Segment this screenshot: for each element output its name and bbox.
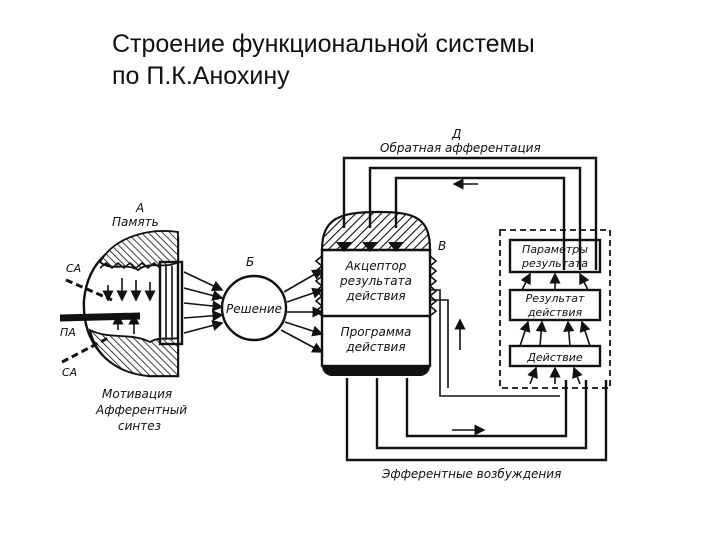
label-afferent-1: Афферентный [95,403,187,417]
internal-arrows [102,278,156,334]
label-b: Б [246,255,254,269]
label-results-1: Результат [526,292,585,305]
motivation-region [88,328,179,377]
label-afferent-2: синтез [118,419,161,433]
label-decision: Решение [226,302,282,316]
label-sa-bottom: СА [62,366,77,379]
label-acceptor-3: действия [345,289,405,303]
decision-node: Решение [220,274,288,342]
result-block: Параметры результата Результат действия … [499,229,611,389]
label-results-2: действия [527,306,583,319]
label-program-1: Программа [341,325,412,339]
label-a: А [135,201,144,215]
label-sa-top: СА [66,262,81,275]
slide-title-line-1: Строение функциональной системы [112,30,535,58]
label-acceptor-1: Акцептор [345,259,407,273]
result-dashed-frame [499,229,611,389]
label-motivation: Мотивация [102,387,172,401]
label-params-1: Параметры [522,243,588,256]
label-pa: ПА [60,326,76,339]
acceptor-program-block: Акцептор результата действия Программа д… [314,210,438,376]
efferent-loops [345,289,608,462]
acceptor-input-cap [320,210,432,252]
label-d: Д [451,127,461,141]
action-box [508,344,602,368]
sa-top-input-line [65,278,113,302]
sa-bottom-input-line [61,336,109,364]
memory-region [98,230,179,272]
feedback-loops [342,156,598,270]
slide-title: Строение функциональной системы по П.К.А… [112,28,535,92]
synthesis-to-decision-arrows [183,271,224,334]
label-program-2: действия [345,340,405,354]
label-acceptor-2: результата [339,274,412,288]
label-memory: Память [112,215,159,229]
slide-title-line-2: по П.К.Анохину [112,62,290,90]
label-action: Действие [526,351,583,364]
label-efferent: Эфферентные возбуждения [381,467,561,481]
pa-input-line [59,312,141,322]
label-v: В [438,239,446,253]
memory-wavy-line [99,261,161,270]
decision-circle [220,274,288,342]
params-box [508,238,602,274]
label-params-2: результата [521,257,588,270]
label-feedback: Обратная афферентация [380,141,541,155]
afferent-synthesis-block [59,230,224,378]
synthesis-connector [158,260,184,346]
